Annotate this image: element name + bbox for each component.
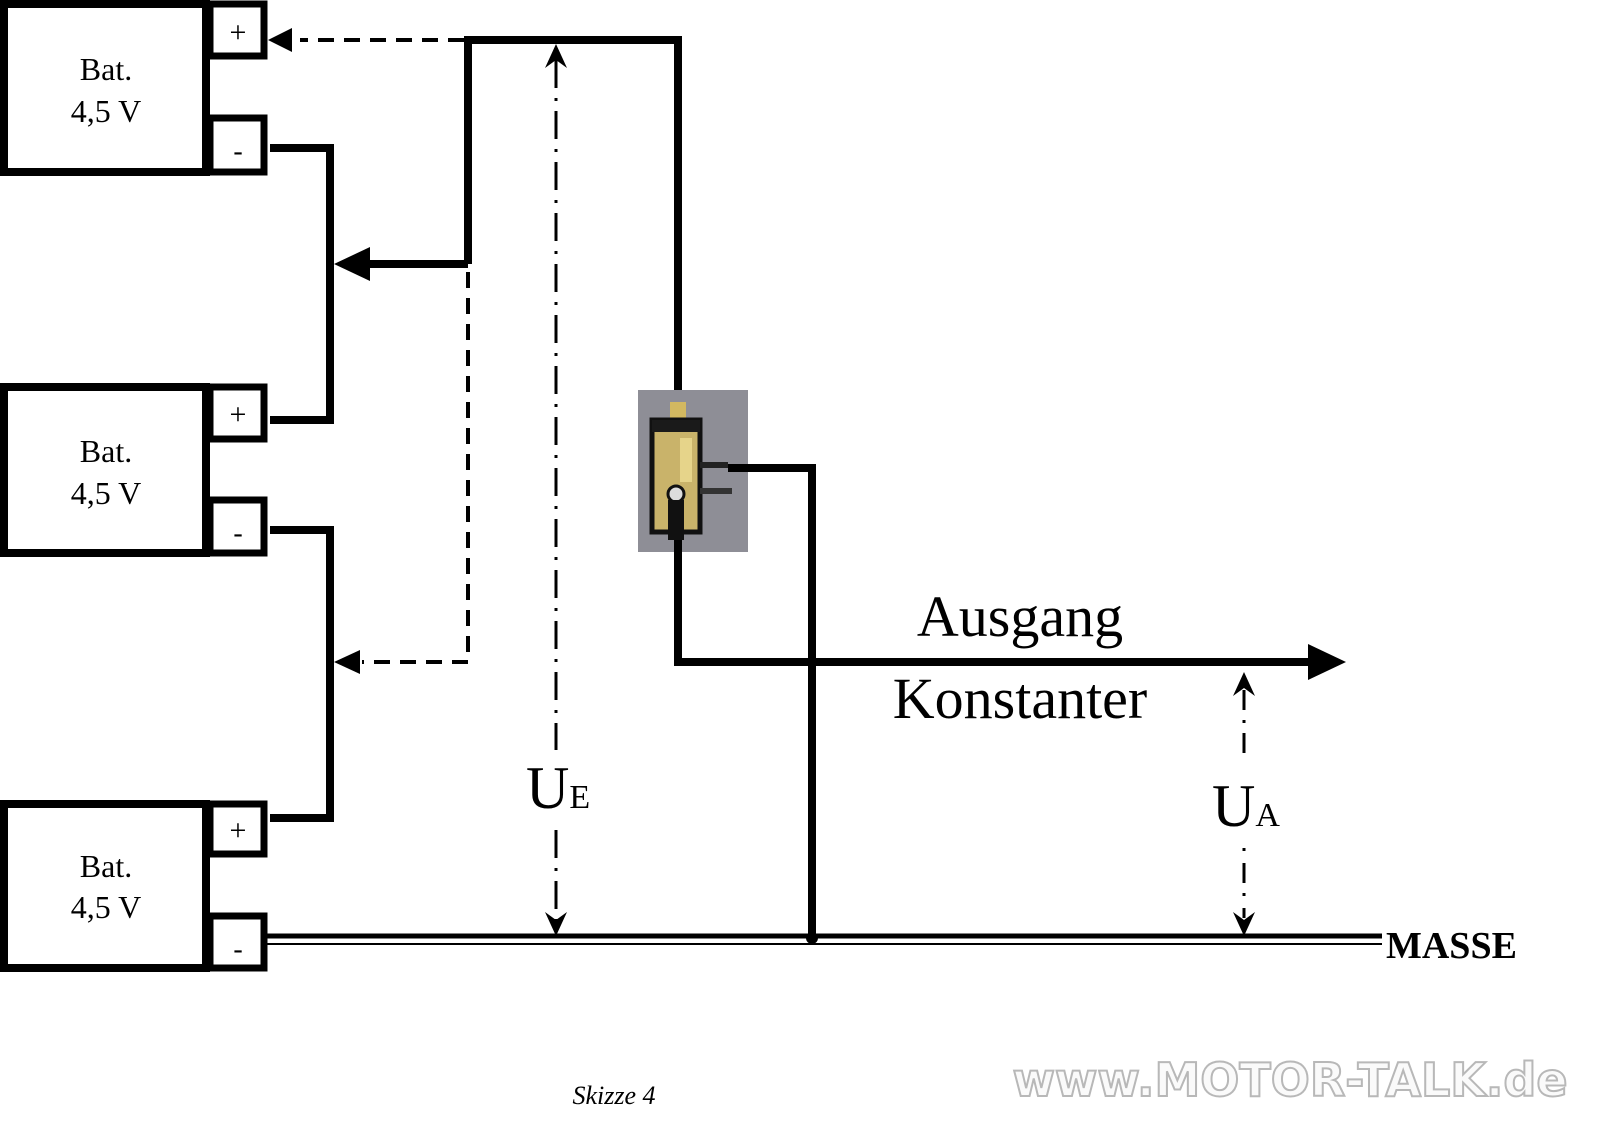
wire-bat1-minus-to-bat2-plus	[270, 144, 334, 424]
battery-3-plus: +	[230, 814, 247, 847]
battery-2: Bat. 4,5 V + -	[0, 383, 268, 557]
output-arrow-icon	[1308, 644, 1346, 680]
wire-input-top	[464, 36, 682, 410]
wire-bat2-minus-to-bat3-plus	[270, 526, 334, 822]
battery-1-plus: +	[230, 16, 247, 49]
battery-2-plus: +	[230, 398, 247, 431]
wire-output	[674, 540, 1312, 666]
battery-1-label: Bat.	[80, 51, 132, 87]
battery-2-label: Bat.	[80, 433, 132, 469]
battery-1-voltage: 4,5 V	[71, 93, 142, 129]
battery-2-voltage: 4,5 V	[71, 475, 142, 511]
arrow-dashed-bottom-icon	[334, 650, 360, 674]
output-label: Ausgang	[917, 584, 1123, 649]
battery-3: Bat. 4,5 V + -	[0, 800, 268, 972]
battery-2-minus: -	[233, 518, 242, 549]
battery-1: Bat. 4,5 V + -	[0, 0, 268, 176]
ground-label: MASSE	[1386, 925, 1517, 967]
watermark: www.MOTOR-TALK.de	[1012, 1053, 1567, 1107]
dashed-tap-bottom	[362, 272, 470, 664]
ue-arrow-down-icon	[545, 912, 567, 936]
ua-arrow-down-icon	[1233, 912, 1255, 936]
output-voltage-label: UA	[1212, 773, 1280, 839]
arrow-solid-icon	[334, 247, 370, 281]
ua-arrow-up-icon	[1233, 672, 1255, 696]
battery-3-minus: -	[233, 934, 242, 965]
input-voltage-label: UE	[526, 755, 590, 821]
regulator-label: Konstanter	[893, 666, 1148, 731]
battery-3-voltage: 4,5 V	[71, 889, 142, 925]
battery-1-minus: -	[233, 136, 242, 167]
battery-3-label: Bat.	[80, 848, 132, 884]
arrow-dashed-top-icon	[268, 28, 292, 52]
ue-arrow-up-icon	[545, 44, 567, 68]
wire-adjust-to-ground	[728, 464, 816, 938]
caption: Skizze 4	[572, 1081, 655, 1110]
